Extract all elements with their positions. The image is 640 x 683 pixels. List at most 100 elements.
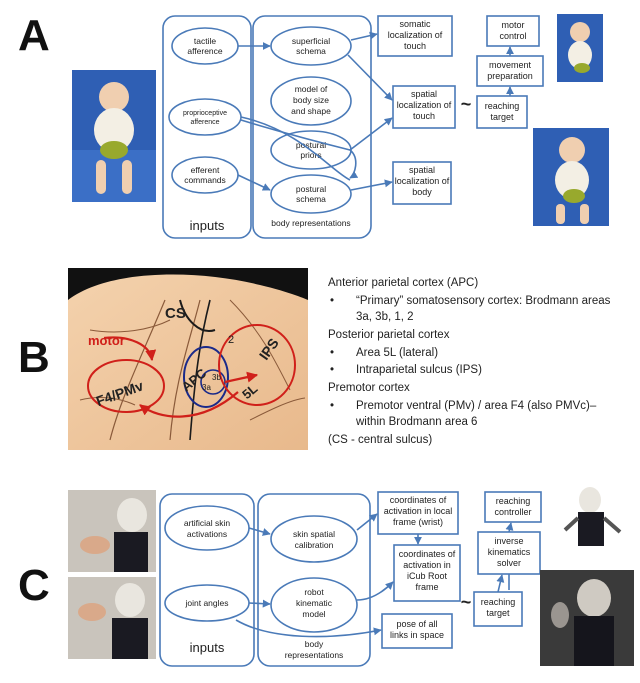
oval-label: calibration: [295, 540, 334, 550]
input-label: activations: [187, 529, 227, 539]
oval-label: postural: [296, 184, 326, 194]
box-label: touch: [413, 111, 435, 121]
box-label: coordinates of: [399, 549, 456, 559]
root-frame-box: [393, 544, 461, 602]
3a-label: 3a: [202, 383, 211, 392]
body-representations-box-a: [252, 15, 372, 239]
input-label: tactile: [194, 36, 216, 46]
f4-pmv-region: [87, 359, 165, 413]
box-label: localization of: [388, 30, 443, 40]
robot-kinematic-model-oval: [270, 577, 358, 633]
oval-label: superficial: [292, 36, 330, 46]
list-bullet: •: [330, 364, 334, 376]
box-label: controller: [494, 507, 531, 517]
body-representations-label-c: body: [305, 639, 324, 649]
tilde-a: ~: [461, 94, 472, 114]
robot-photo-right-bottom: [540, 570, 634, 666]
box-label: target: [486, 608, 510, 618]
robot-photo-right-top: [555, 484, 631, 564]
list-line: within Brodmann area 6: [355, 416, 477, 428]
somatic-localization-box: [377, 15, 453, 57]
5l-label: 5L: [239, 381, 260, 402]
baby-photo-right-top: [557, 14, 603, 82]
box-label: movement: [489, 60, 532, 70]
box-label: localization of: [397, 100, 452, 110]
box-label: spatial: [411, 89, 437, 99]
ips-to-f4-arrow: [139, 391, 239, 418]
box-label: localization of: [395, 176, 450, 186]
input-label: afference: [190, 119, 219, 126]
box-label: kinematics: [488, 547, 531, 557]
body-model-oval: [270, 76, 352, 126]
input-label: afference: [187, 46, 223, 56]
skin-spatial-calibration-oval: [270, 515, 358, 563]
panel-b-letter: B: [18, 333, 50, 382]
3b-label: 3b: [212, 373, 221, 382]
body-representations-label-c: representations: [285, 650, 344, 660]
reaching-controller-box: [484, 491, 542, 523]
box-label: activation in: [403, 560, 451, 570]
oval-label: schema: [296, 194, 326, 204]
box-label: spatial: [409, 165, 435, 175]
box-label: body: [412, 187, 432, 197]
list-bullet: •: [330, 400, 334, 412]
motor-control-box: [486, 15, 540, 47]
panel-a-letter: A: [18, 11, 50, 60]
oval-label: body size: [293, 95, 329, 105]
box-label: reaching: [485, 101, 520, 111]
inputs-label-a: inputs: [190, 218, 225, 233]
motor-label: motor: [88, 333, 125, 348]
oval-label: robot: [304, 587, 324, 597]
list-line: Premotor ventral (PMv) / area F4 (also P…: [356, 400, 597, 412]
pose-links-box: [381, 613, 453, 649]
artificial-skin-oval: [164, 505, 250, 551]
robot-photo-left-top: [68, 490, 156, 572]
apc-region: [183, 346, 229, 408]
apc-to-5l-arrow: [224, 371, 259, 384]
box-label: reaching: [496, 496, 531, 506]
list-line: 3a, 3b, 1, 2: [356, 311, 414, 323]
ips-region: [218, 324, 296, 406]
body-representations-box-c: [257, 493, 371, 667]
box-label: inverse: [494, 536, 523, 546]
input-label: efferent: [191, 165, 220, 175]
panel-c-letter: C: [18, 561, 50, 610]
list-line: Premotor cortex: [328, 382, 410, 394]
oval-label: postural: [296, 140, 326, 150]
body-representations-label-a: body representations: [271, 218, 350, 228]
input-label: proprioceptive: [183, 110, 227, 117]
reaching-target-box-a: [476, 95, 528, 129]
inputs-box-c: [159, 493, 255, 667]
motor-arrow: [103, 336, 157, 362]
box-label: preparation: [487, 71, 533, 81]
oval-label: model of: [295, 84, 328, 94]
area-2-label: 2: [228, 334, 234, 346]
box-label: frame (wrist): [393, 517, 443, 527]
arrows-c: [235, 513, 514, 638]
box-label: control: [499, 31, 526, 41]
spatial-localization-touch-box: [392, 85, 456, 129]
proprioceptive-afference-oval: [168, 98, 242, 136]
box-label: iCub Root: [407, 571, 448, 581]
superficial-schema-oval: [270, 26, 352, 66]
oval-label: skin spatial: [293, 529, 335, 539]
oval-label: kinematic: [296, 598, 333, 608]
baby-photo-right-bottom: [533, 128, 609, 226]
box-label: target: [490, 112, 514, 122]
box-label: solver: [497, 558, 521, 568]
baby-photo-left: [72, 70, 156, 202]
input-label: artificial skin: [184, 518, 231, 528]
box-label: coordinates of: [390, 495, 447, 505]
box-label: pose of all: [396, 619, 437, 629]
oval-label: model: [302, 609, 325, 619]
list-line: Anterior parietal cortex (APC): [328, 277, 478, 289]
robot-photo-left-bottom: [68, 577, 156, 659]
inputs-label-c: inputs: [190, 640, 225, 655]
oval-label: schema: [296, 46, 326, 56]
spatial-localization-body-box: [392, 161, 452, 205]
list-bullet: •: [330, 347, 334, 359]
list-line: Posterior parietal cortex: [328, 329, 450, 341]
oval-label: priors: [300, 150, 321, 160]
list-line: Intraparietal sulcus (IPS): [356, 364, 482, 376]
